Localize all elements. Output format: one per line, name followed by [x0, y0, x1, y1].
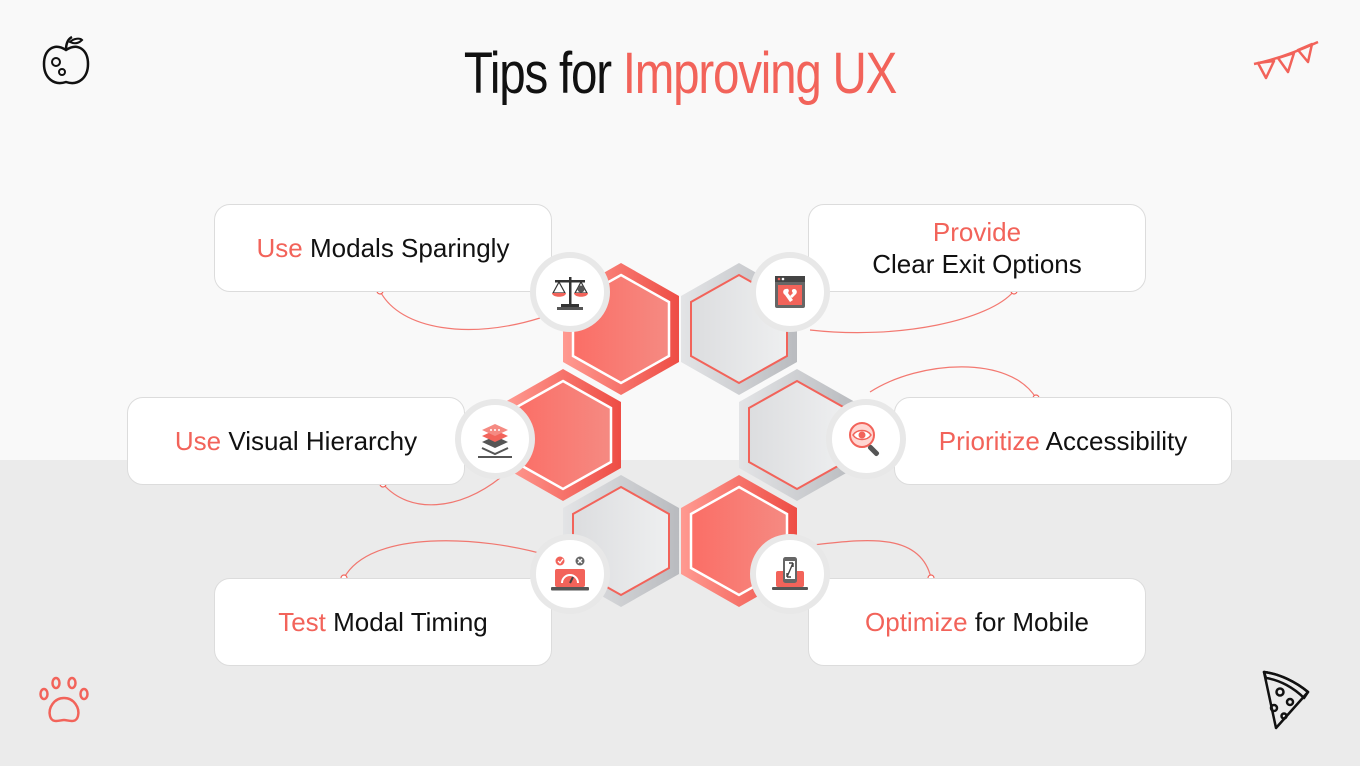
- pizza-icon: [1262, 670, 1310, 730]
- tip-card-accessibility: Prioritize Accessibility: [894, 397, 1232, 485]
- tip-text: Visual Hierarchy: [228, 425, 418, 456]
- tip-text: Clear Exit Options: [872, 249, 1082, 279]
- scale-balance-icon: [530, 252, 610, 332]
- tip-highlight: Optimize: [865, 606, 968, 637]
- eye-magnifier-icon: [826, 399, 906, 479]
- tip-text: Modal Timing: [333, 606, 488, 637]
- laptop-gauge-icon: [530, 534, 610, 614]
- title-part-1: Tips for: [463, 41, 612, 106]
- mobile-resize-icon: [750, 534, 830, 614]
- tip-card-modals: Use Modals Sparingly: [214, 204, 552, 292]
- tip-text: for Mobile: [974, 606, 1089, 637]
- tip-card-visual-hierarchy: Use Visual Hierarchy: [127, 397, 465, 485]
- hexagon-mid-left: [505, 369, 621, 501]
- layers-stack-icon: [455, 399, 535, 479]
- title-part-2: Improving UX: [622, 41, 898, 106]
- tip-text: Accessibility: [1045, 425, 1188, 456]
- paw-icon: [39, 676, 89, 723]
- tip-text: Modals Sparingly: [310, 232, 510, 263]
- tip-highlight: Test: [278, 606, 326, 637]
- hexagon-mid-right: [739, 369, 855, 501]
- window-wrench-icon: [750, 252, 830, 332]
- tip-highlight: Prioritize: [938, 425, 1040, 456]
- tip-card-modal-timing: Test Modal Timing: [214, 578, 552, 666]
- tip-highlight: Use: [174, 425, 222, 456]
- tip-highlight: Use: [256, 232, 303, 263]
- bunting-icon: [1253, 40, 1319, 80]
- tip-card-mobile: Optimize for Mobile: [808, 578, 1146, 666]
- apple-icon: [42, 35, 90, 85]
- tip-highlight: Provide: [932, 216, 1022, 247]
- page-title: Tips for Improving UX: [122, 40, 1237, 107]
